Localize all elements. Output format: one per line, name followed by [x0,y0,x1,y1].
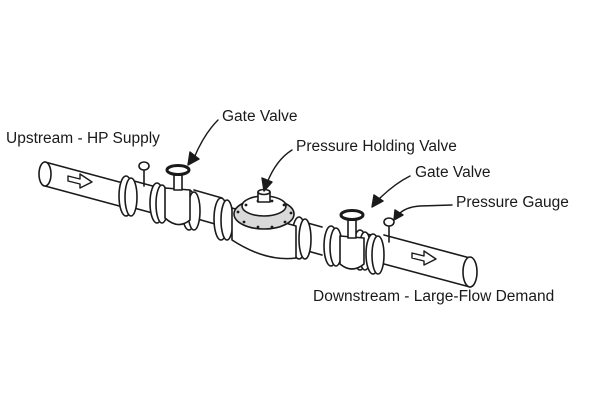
pressure-holding-valve-label: Pressure Holding Valve [296,138,457,155]
leader-gate-valve-2 [377,175,411,201]
pressure-gauges [138,161,395,243]
flange-4 [213,197,234,241]
flow-arrow-downstream [411,250,437,266]
arrowhead-pressure-gauge [393,209,404,221]
downstream-pipe-end [462,256,478,288]
gate-valve-1 [164,164,191,226]
handwheel-2 [339,209,365,221]
gate-valve-2 [339,209,365,270]
pressure-gauge-label: Pressure Gauge [456,194,569,211]
upstream-pipe [44,161,124,208]
flow-arrows [67,173,437,266]
arrowhead-gate-valve-1 [187,151,200,166]
flow-arrow-upstream [67,173,93,189]
downstream-pipe [383,234,471,288]
upstream-pipe-end [38,161,52,187]
flange-6 [323,225,343,267]
gate-valve-label-1: Gate Valve [222,108,298,125]
flange-1 [118,175,138,217]
cover-bolts [236,199,293,229]
upstream-label: Upstream - HP Supply [6,130,160,147]
leader-pressure-holding-valve [266,149,293,184]
pressure-holding-valve [231,188,297,260]
flange-8 [365,233,385,275]
arrowhead-gate-valve-2 [371,194,384,208]
leader-pressure-gauge [397,204,453,216]
arrowhead-pressure-holding-valve [261,177,273,192]
downstream-label: Downstream - Large-Flow Demand [313,288,555,305]
leader-gate-valve-1 [193,119,219,159]
leader-arrows [187,119,453,221]
downstream-gauge [383,217,395,243]
gate-valve-label-2: Gate Valve [415,164,491,181]
handwheel-1 [165,164,191,176]
upstream-gauge [138,161,150,187]
